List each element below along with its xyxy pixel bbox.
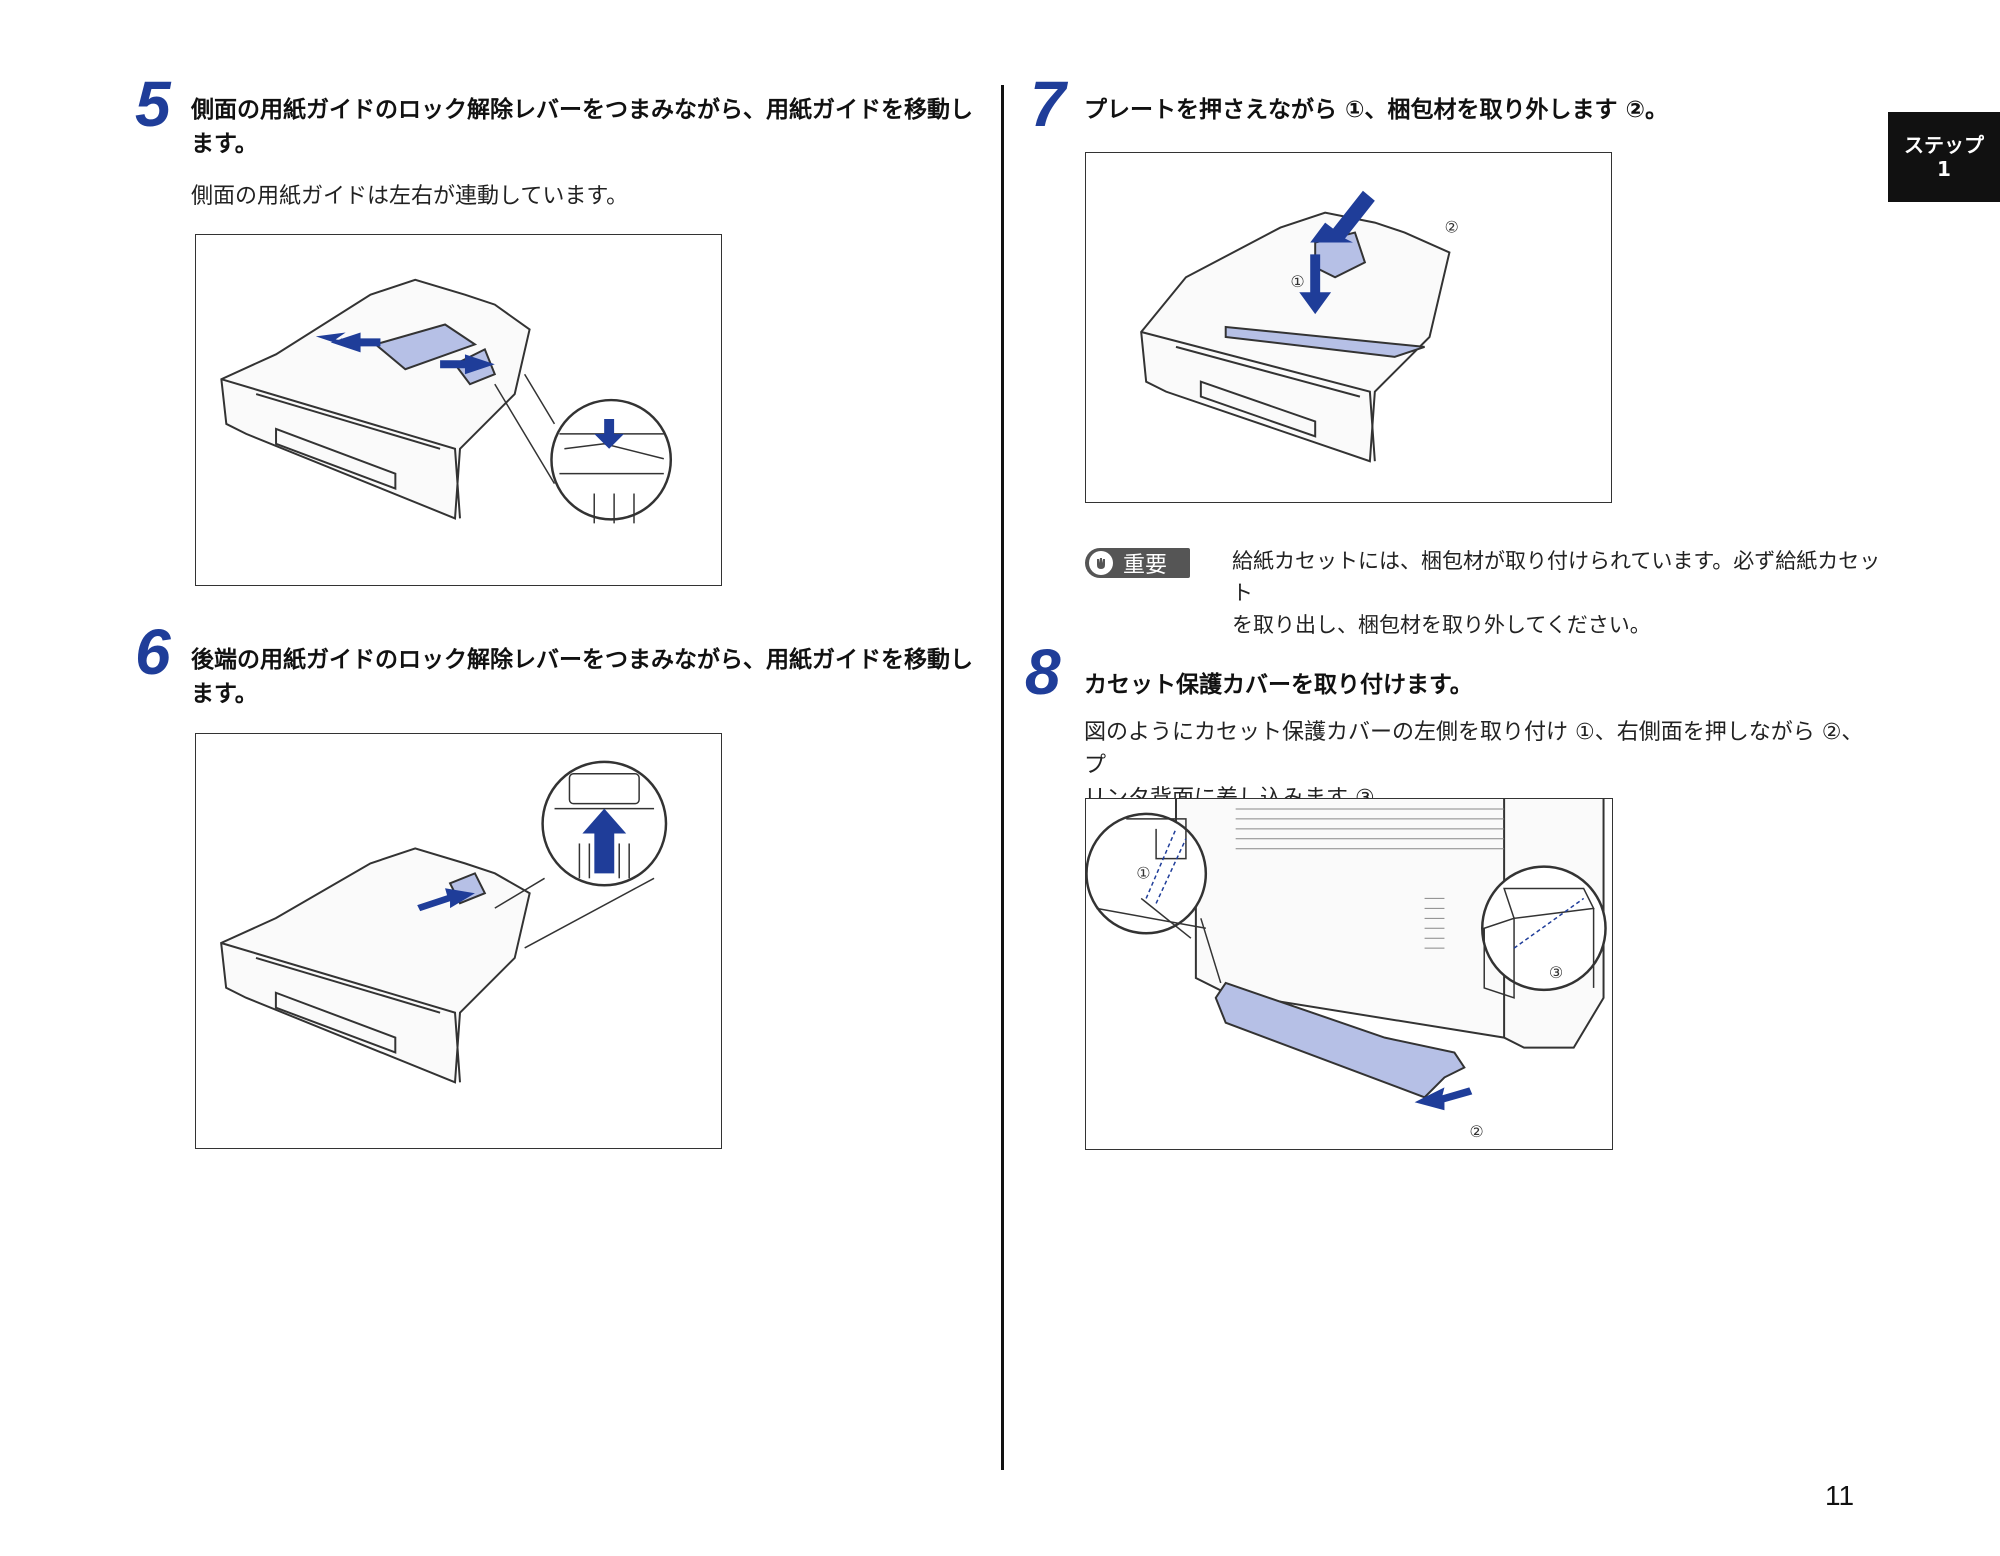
fig7-label-1: ① <box>1290 272 1304 291</box>
page-number: 11 <box>1825 1480 1855 1511</box>
step-8-body-line1: 図のようにカセット保護カバーの左側を取り付け ①、右側面を押しながら ②、プ <box>1084 720 1864 778</box>
step-8-figure: ① ③ ② <box>1085 798 1613 1150</box>
important-text-line1: 給紙カセットには、梱包材が取り付けられています。必ず給紙カセット <box>1232 549 1881 605</box>
step-tab: ステップ 1 <box>1888 112 2000 202</box>
step-5-body: 側面の用紙ガイドは左右が連動しています。 <box>191 184 629 209</box>
important-badge: 重要 <box>1085 548 1190 578</box>
step-7-title: プレートを押さえながら ①、梱包材を取り外します ②。 <box>1084 97 1668 123</box>
step-6-title-line2: ます。 <box>191 681 258 707</box>
important-text-line2: を取り出し、梱包材を取り外してください。 <box>1232 613 1651 637</box>
step-5-number: 5 <box>135 68 171 140</box>
step-5-title-line2: ます。 <box>191 131 258 157</box>
fig8-label-1: ① <box>1136 864 1150 883</box>
step-6-number: 6 <box>135 616 171 688</box>
cassette-cover-installation-illustration: ① ③ ② <box>1086 799 1607 1141</box>
step-7-figure: ① ② <box>1085 152 1612 503</box>
hand-icon <box>1089 551 1113 575</box>
paper-cassette-side-guide-illustration <box>220 278 673 524</box>
important-label: 重要 <box>1123 553 1168 578</box>
important-text: 給紙カセットには、梱包材が取り付けられています。必ず給紙カセット を取り出し、梱… <box>1232 545 1882 641</box>
step-8-number: 8 <box>1025 636 1061 708</box>
paper-cassette-rear-guide-illustration <box>220 760 668 1084</box>
fig7-label-2: ② <box>1444 218 1458 237</box>
fig8-label-2: ② <box>1469 1122 1483 1141</box>
step-tab-label: ステップ <box>1904 133 1984 157</box>
step-5-title-line1: 側面の用紙ガイドのロック解除レバーをつまみながら、用紙ガイドを移動し <box>191 97 973 123</box>
step-6-figure <box>195 733 722 1149</box>
fig8-label-3: ③ <box>1549 963 1563 982</box>
column-divider <box>1001 85 1004 1470</box>
packing-material-removal-illustration: ① ② <box>1140 190 1459 463</box>
step-tab-number: 1 <box>1937 157 1951 181</box>
step-6-title: 後端の用紙ガイドのロック解除レバーをつまみながら、用紙ガイドを移動し ます。 <box>191 643 991 711</box>
step-5-title: 側面の用紙ガイドのロック解除レバーをつまみながら、用紙ガイドを移動し ます。 <box>191 93 991 161</box>
step-6-title-line1: 後端の用紙ガイドのロック解除レバーをつまみながら、用紙ガイドを移動し <box>191 647 973 673</box>
step-8-title: カセット保護カバーを取り付けます。 <box>1084 672 1473 698</box>
step-7-number: 7 <box>1030 68 1066 140</box>
step-5-figure <box>195 234 722 586</box>
